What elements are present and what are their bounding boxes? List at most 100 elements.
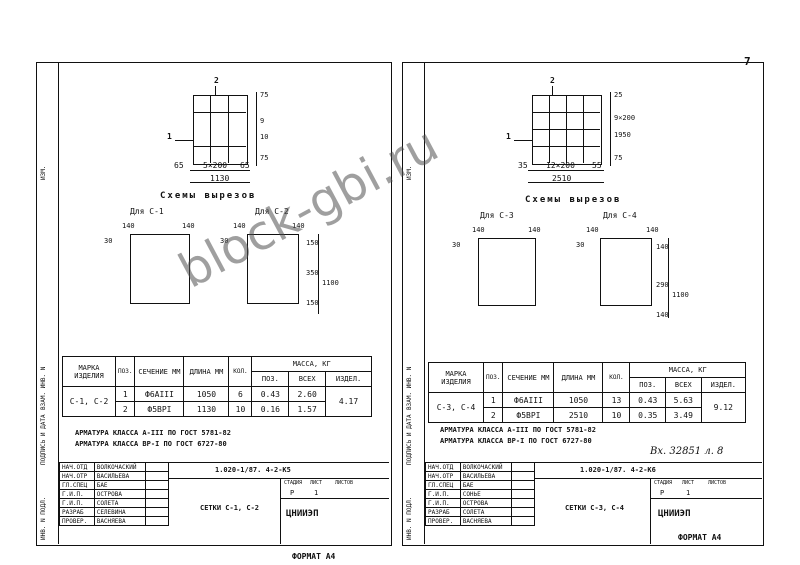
sheet-header: ЛИСТ (682, 480, 695, 486)
dimension-label: 30 (104, 237, 113, 245)
stage-header: СТАДИЯ (654, 480, 673, 486)
side-label: ИЗМ. (40, 165, 47, 180)
dimension-label: 30 (576, 241, 585, 249)
table-row: С-3, С-4 1 Ф6АIII 1050 13 0.43 5.63 9.12 (428, 392, 747, 423)
note-text: АРМАТУРА КЛАССА ВР-I ПО ГОСТ 6727-80 (440, 437, 592, 445)
table-header: ВСЕХ (665, 377, 702, 393)
table-cell: 1130 (183, 401, 230, 417)
role-cell: ГЛ.СПЕЦ (59, 480, 95, 490)
name-cell: ВАСНЯЕВА (459, 516, 513, 526)
table-cell: 1 (114, 386, 136, 402)
page-number: 7 (744, 55, 751, 68)
dimension-label: 30 (220, 237, 229, 245)
table-header: КОЛ. (228, 356, 253, 387)
sheet-left: ИЗМ. ПОДПИСЬ И ДАТА ВЗАМ. ИНВ. N ИНВ. N … (36, 62, 392, 561)
table-cell: 0.43 (629, 392, 667, 408)
dimension-label: 150 (306, 239, 319, 247)
sheet-header: ЛИСТ (310, 480, 323, 486)
side-label: ПОДПИСЬ И ДАТА (40, 414, 47, 465)
table-cell: 6 (228, 386, 253, 402)
sheet-frame (36, 62, 392, 546)
cutout-label: Для С-1 (130, 207, 164, 216)
name-cell: ОСТРОВА (459, 498, 513, 508)
dimension-label: 35 (518, 161, 528, 170)
table-header: КОЛ. (602, 362, 631, 393)
name-cell: СЕЛЕВИНА (93, 507, 147, 517)
cutouts-title: Схемы вырезов (160, 191, 257, 201)
dimension-label: 140 (646, 226, 659, 234)
cutout-label: Для С-2 (255, 207, 289, 216)
side-label: ВЗАМ. ИНВ. N (406, 366, 413, 410)
sheets-header: ЛИСТОВ (708, 480, 727, 486)
dimension-label: 140 (122, 222, 135, 230)
role-cell: Г.И.П. (59, 498, 95, 508)
name-cell: СОЛЕТА (459, 507, 513, 517)
table-cell: Ф5ВРI (502, 407, 555, 423)
dimension-label: 10 (260, 133, 269, 141)
table-cell: 10 (602, 407, 631, 423)
document-code: 1.020-1/87. 4-2-К6 (580, 466, 656, 474)
table-cell: 2 (482, 407, 504, 423)
stage-value: Р (290, 489, 295, 497)
table-cell: 9.12 (700, 392, 747, 423)
table-header: ИЗДЕЛ. (325, 371, 372, 387)
role-cell: ГЛ.СПЕЦ (425, 480, 461, 490)
role-cell: НАЧ.ОТД (59, 462, 95, 472)
dimension-label: 5×200 (203, 161, 228, 170)
side-label: ИНВ. N ПОДЛ. (40, 496, 47, 540)
name-cell: СОЛЕТА (93, 498, 147, 508)
table-cell: 5.63 (665, 392, 702, 408)
spec-table: МАРКА ИЗДЕЛИЯ ПОЗ. СЕЧЕНИЕ ММ ДЛИНА ММ К… (428, 362, 747, 423)
dimension-label: 30 (452, 241, 461, 249)
role-cell: НАЧ.ОТР (59, 471, 95, 481)
note-text: АРМАТУРА КЛАССА А-III ПО ГОСТ 5781-82 (440, 426, 596, 434)
dimension-label: 140 (528, 226, 541, 234)
role-cell: РАЗРАБ (425, 507, 461, 517)
role-cell: НАЧ.ОТР (425, 471, 461, 481)
sheet-title: СЕТКИ С-3, С-4 (565, 504, 625, 512)
table-header: МАРКА ИЗДЕЛИЯ (428, 362, 484, 393)
table-header: МАССА, КГ (629, 362, 746, 378)
table-header: ПОЗ. (114, 356, 136, 387)
name-cell: ВАСИЛЬЕВА (93, 471, 147, 481)
name-cell: ВАСИЛЬЕВА (459, 471, 513, 481)
table-header: МАССА, КГ (251, 356, 372, 372)
table-cell: 1 (482, 392, 504, 408)
dimension-label: 65 (174, 161, 184, 170)
role-cell: ПРОВЕР. (59, 516, 95, 526)
table-cell: 10 (228, 401, 253, 417)
table-cell: 2 (114, 401, 136, 417)
dimension-label: 75 (260, 91, 269, 99)
table-row: С-1, С-2 1 Ф6АIII 1050 6 0.43 2.60 4.17 (62, 386, 372, 417)
document-code: 1.020-1/87. 4-2-К5 (215, 466, 291, 474)
table-cell: 1.57 (288, 401, 327, 417)
ref-label: 1 (506, 132, 511, 141)
table-header: ПОЗ. (629, 377, 667, 393)
dimension-label: 75 (614, 154, 623, 162)
ref-label: 1 (167, 132, 172, 141)
note-text: АРМАТУРА КЛАССА А-III ПО ГОСТ 5781-82 (75, 429, 231, 437)
cutout-label: Для С-4 (603, 211, 637, 220)
sheets-header: ЛИСТОВ (335, 480, 354, 486)
table-cell: 1050 (553, 392, 604, 408)
role-cell: НАЧ.ОТД (425, 462, 461, 472)
dimension-label: 9 (260, 117, 265, 125)
side-label: ПОДПИСЬ И ДАТА (406, 414, 413, 465)
cutout-label: Для С-3 (480, 211, 514, 220)
role-cell: Г.И.П. (425, 498, 461, 508)
table-cell: 0.16 (251, 401, 290, 417)
spec-table: МАРКА ИЗДЕЛИЯ ПОЗ. СЕЧЕНИЕ ММ ДЛИНА ММ К… (62, 356, 372, 417)
dimension-label: 55 (592, 161, 602, 170)
dimension-label: 290 (656, 281, 669, 289)
role-cell: РАЗРАБ (59, 507, 95, 517)
dimension-label: 140 (472, 226, 485, 234)
table-cell: 0.43 (251, 386, 290, 402)
table-cell: 3.49 (665, 407, 702, 423)
table-row: 2 Ф5ВРI 1130 10 0.16 1.57 (63, 401, 372, 417)
stage-value: Р (660, 489, 665, 497)
format-label: ФОРМАТ А4 (292, 552, 336, 561)
stage-header: СТАДИЯ (284, 480, 303, 486)
dimension-label: 65 (240, 161, 250, 170)
dimension-label: 25 (614, 91, 623, 99)
